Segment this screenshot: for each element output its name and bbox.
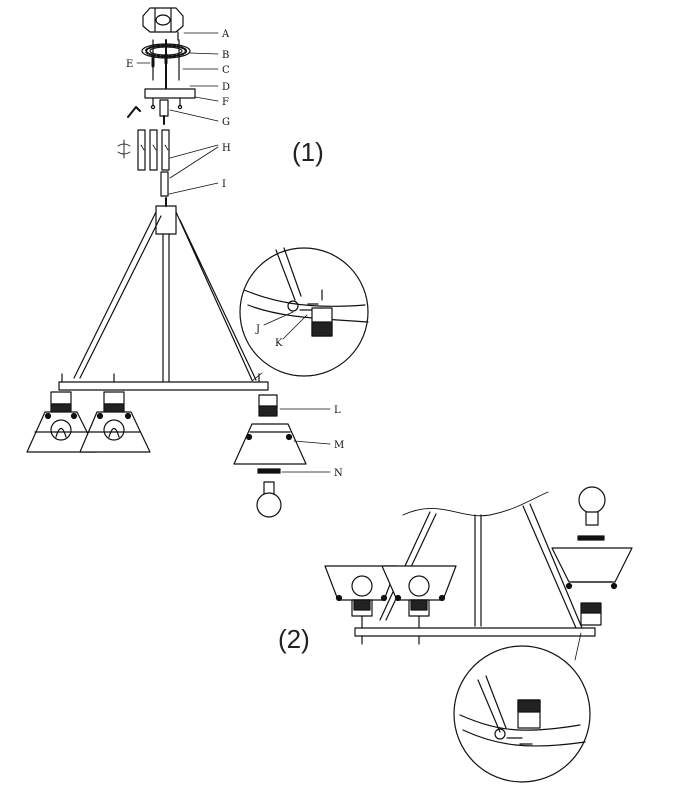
part-c-e-screws (136, 39, 219, 89)
part-g-coupler (127, 99, 219, 125)
detail-circle-1 (239, 247, 369, 382)
part-labels-step-1: A B C D E F G H I J K L M N (126, 29, 344, 479)
part-h-rods (117, 129, 219, 197)
label-n: N (334, 468, 343, 479)
lamp-right-exploded (233, 394, 331, 518)
lamp-left-1 (26, 391, 98, 453)
step-1-label: (1) (292, 137, 324, 167)
label-d: D (222, 82, 230, 93)
label-j: J (255, 324, 260, 335)
label-b: B (222, 50, 229, 61)
detail-circle-2 (453, 632, 591, 783)
label-h: H (222, 143, 231, 154)
lamp-step2-right (551, 486, 633, 626)
part-a-nut (142, 7, 219, 41)
label-c: C (222, 65, 230, 76)
step-1-exploded-view: A B C D E F G H I J K L M N (1) (26, 7, 369, 518)
label-k: K (275, 338, 283, 349)
label-a: A (221, 29, 230, 40)
label-e: E (126, 59, 133, 70)
label-m: M (334, 440, 344, 451)
lamp-step2-left-2 (381, 565, 457, 629)
lamp-left-2 (79, 391, 151, 453)
label-g: G (222, 117, 230, 128)
label-i: I (222, 179, 226, 190)
step-2-assembled-view: (2) (278, 486, 633, 783)
label-l: L (334, 405, 341, 416)
lamp-step2-left-1 (324, 565, 398, 629)
hub-and-arms (58, 197, 269, 391)
step-2-label: (2) (278, 624, 310, 654)
part-d-f-canopy (144, 85, 219, 110)
label-f: F (222, 97, 229, 108)
